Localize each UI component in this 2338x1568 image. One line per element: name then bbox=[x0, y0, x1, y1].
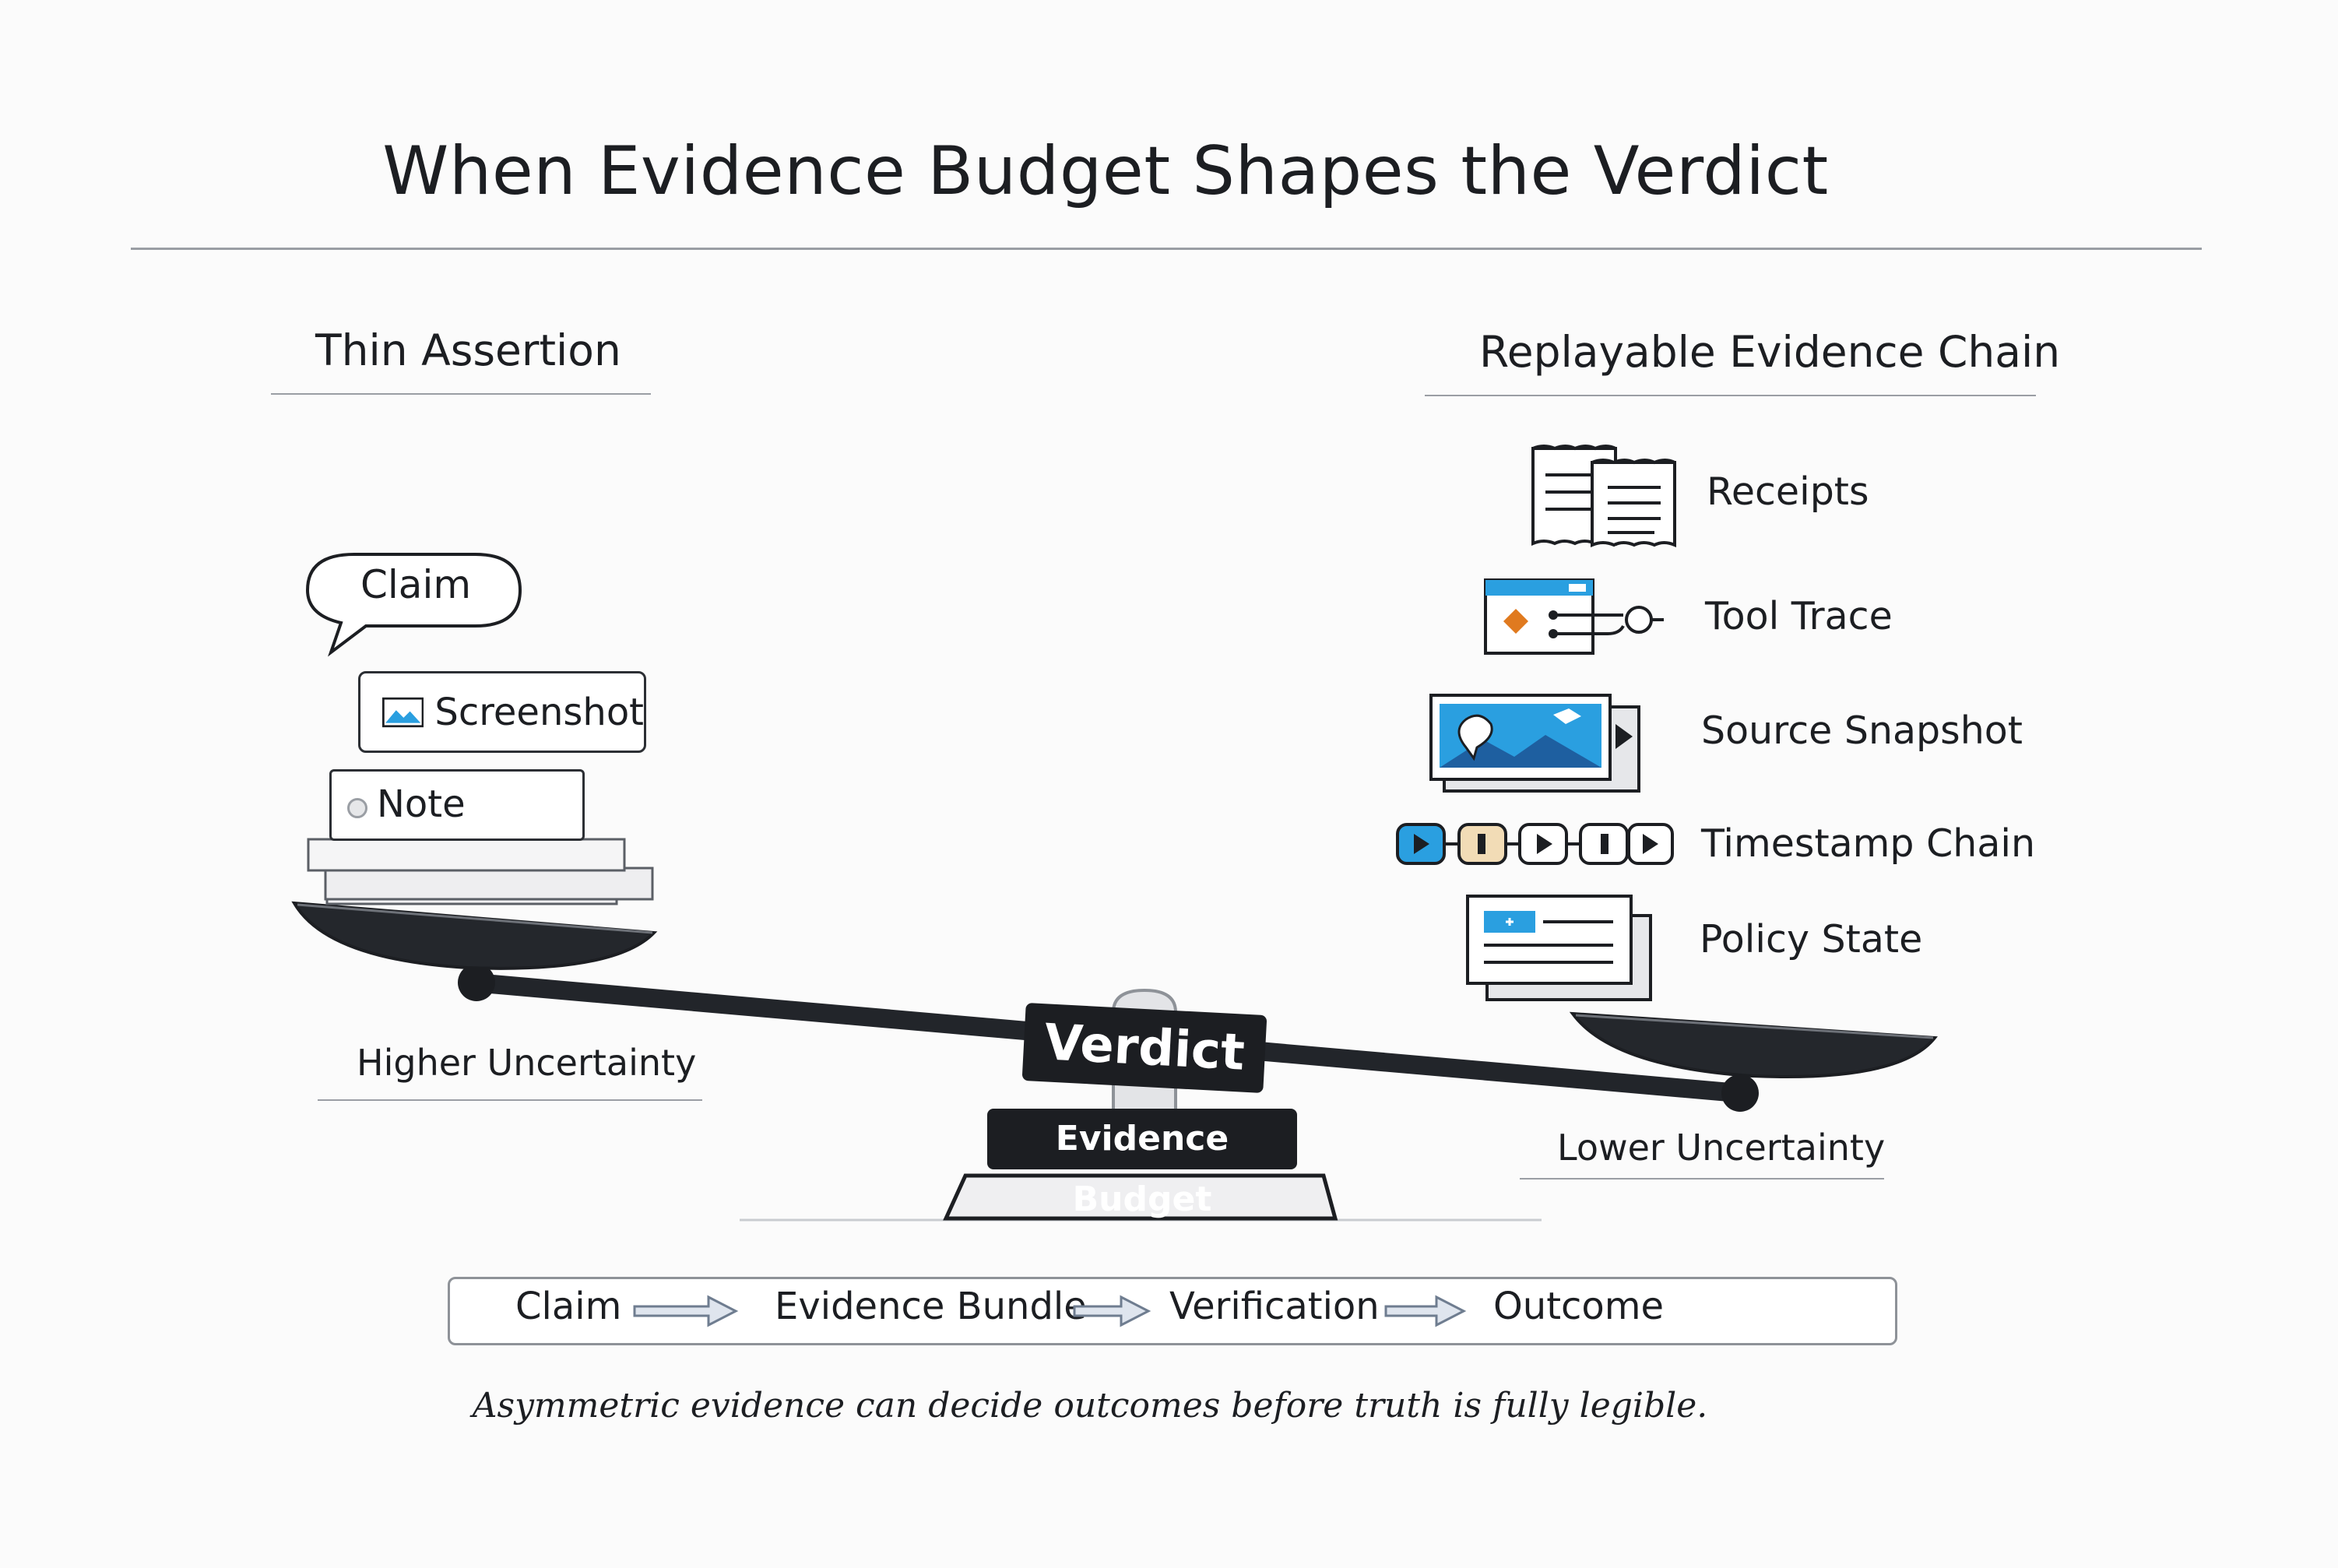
receipts-icon bbox=[1531, 445, 1676, 548]
right-heading-rule bbox=[1425, 395, 2036, 396]
scale-base bbox=[943, 1173, 1338, 1221]
note-label: Note bbox=[377, 782, 466, 826]
beam-end-right bbox=[1721, 1074, 1759, 1112]
tool-trace-icon bbox=[1484, 578, 1664, 655]
flow-step-claim: Claim bbox=[515, 1285, 622, 1328]
image-icon bbox=[382, 697, 424, 727]
policy-state-icon bbox=[1466, 895, 1652, 1001]
screenshot-label: Screenshot bbox=[434, 690, 644, 734]
flow-step-evidence-bundle: Evidence Bundle bbox=[775, 1285, 1087, 1328]
right-heading: Replayable Evidence Chain bbox=[1479, 327, 2061, 377]
claim-bubble bbox=[305, 553, 522, 657]
right-item-source-snapshot: Source Snapshot bbox=[1701, 708, 2023, 753]
lower-uncertainty-rule bbox=[1520, 1178, 1884, 1180]
right-item-timestamp-chain: Timestamp Chain bbox=[1701, 821, 2036, 866]
title-divider bbox=[131, 248, 2202, 250]
stack-sheet-top bbox=[307, 838, 626, 872]
evidence-budget-tag: Evidence Budget bbox=[987, 1109, 1297, 1219]
flow-arrows bbox=[633, 1295, 1467, 1327]
left-heading-rule bbox=[271, 393, 651, 395]
right-item-policy-state: Policy State bbox=[1700, 917, 1923, 962]
claim-label: Claim bbox=[360, 562, 472, 607]
right-item-receipts: Receipts bbox=[1707, 469, 1869, 514]
beam-end-left bbox=[458, 964, 495, 1001]
higher-uncertainty-rule bbox=[318, 1099, 702, 1101]
right-pan bbox=[1569, 1011, 1938, 1078]
higher-uncertainty-label: Higher Uncertainty bbox=[357, 1042, 697, 1084]
timestamp-chain-icon bbox=[1396, 823, 1674, 865]
arrow-right-icon bbox=[633, 1295, 739, 1327]
diagram-title: When Evidence Budget Shapes the Verdict bbox=[382, 132, 1829, 210]
right-item-tool-trace: Tool Trace bbox=[1705, 594, 1893, 638]
flow-step-verification: Verification bbox=[1169, 1285, 1380, 1328]
lower-uncertainty-label: Lower Uncertainty bbox=[1557, 1127, 1886, 1169]
note-card: Note bbox=[329, 769, 585, 841]
caption: Asymmetric evidence can decide outcomes … bbox=[472, 1386, 1708, 1426]
left-heading: Thin Assertion bbox=[315, 325, 621, 375]
left-pan bbox=[291, 901, 658, 970]
note-dot-icon bbox=[347, 798, 367, 818]
screenshot-card: Screenshot bbox=[358, 671, 646, 753]
arrow-right-icon bbox=[1384, 1295, 1467, 1327]
flow-step-outcome: Outcome bbox=[1493, 1285, 1665, 1328]
verdict-tag: Verdict bbox=[1021, 1002, 1267, 1094]
arrow-right-icon bbox=[1073, 1295, 1151, 1327]
stack-sheet-middle bbox=[324, 867, 654, 901]
source-snapshot-icon bbox=[1429, 694, 1640, 793]
